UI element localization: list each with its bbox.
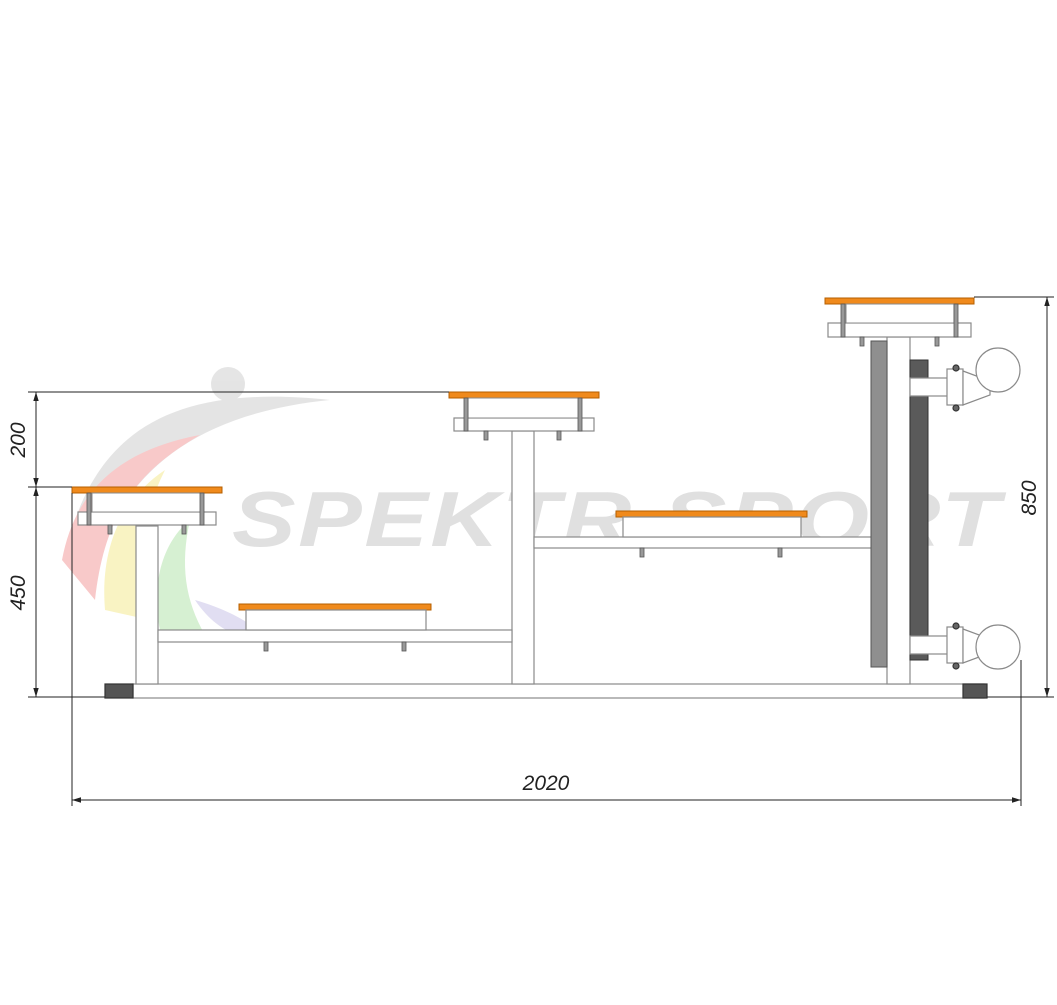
bolt bbox=[181, 524, 187, 535]
step-board bbox=[448, 391, 600, 399]
wheel-assembly-bottom bbox=[909, 622, 1021, 670]
wheel-bottom bbox=[975, 624, 1021, 670]
back-panels bbox=[870, 340, 929, 668]
dark-panel bbox=[909, 359, 929, 661]
step-platform-5 bbox=[824, 297, 975, 347]
step-board bbox=[238, 603, 432, 611]
step-support bbox=[622, 516, 802, 538]
wheel-top bbox=[975, 347, 1021, 393]
step-support bbox=[845, 303, 955, 324]
step-board bbox=[824, 297, 975, 305]
frame bbox=[104, 336, 988, 699]
bolt bbox=[263, 641, 269, 652]
bolt bbox=[86, 492, 92, 526]
dim-label-450: 450 bbox=[7, 575, 30, 610]
bolt bbox=[483, 430, 489, 441]
right-post bbox=[886, 336, 911, 685]
dim-label-850: 850 bbox=[1018, 480, 1041, 515]
step-board bbox=[615, 510, 808, 518]
foot-right bbox=[962, 683, 988, 699]
step-support bbox=[91, 492, 203, 513]
dim-label-200: 200 bbox=[7, 422, 30, 458]
wheel-plate-top bbox=[946, 368, 964, 406]
bolt bbox=[859, 336, 865, 347]
bolt bbox=[463, 397, 469, 432]
bolt bbox=[556, 430, 562, 441]
base-beam bbox=[132, 683, 985, 699]
bolt bbox=[952, 622, 960, 630]
bolt bbox=[952, 662, 960, 670]
bolt bbox=[952, 364, 960, 372]
step-board bbox=[71, 486, 223, 494]
step-platform-3 bbox=[448, 391, 600, 441]
step-bracket bbox=[827, 322, 972, 338]
left-post bbox=[135, 525, 159, 685]
wheel-arm-top bbox=[909, 377, 953, 397]
bolt bbox=[840, 303, 846, 338]
dim-label-2020: 2020 bbox=[522, 772, 570, 795]
watermark-swoosh-red bbox=[62, 435, 200, 600]
dimensions bbox=[28, 296, 1054, 806]
bolt bbox=[199, 492, 205, 526]
wheel-assembly-top bbox=[909, 347, 1021, 412]
step-bracket bbox=[453, 417, 595, 432]
foot-left bbox=[104, 683, 134, 699]
step-platform-2 bbox=[238, 603, 432, 652]
bolt bbox=[107, 524, 113, 535]
mid-panel bbox=[870, 340, 888, 668]
bolt bbox=[639, 547, 645, 558]
wheel-arm-bottom bbox=[909, 635, 953, 655]
step-platform-1 bbox=[71, 486, 223, 535]
step-support bbox=[245, 609, 427, 631]
mid-arm bbox=[533, 536, 888, 549]
bolt bbox=[953, 303, 959, 338]
step-support bbox=[467, 397, 581, 419]
bolt bbox=[777, 547, 783, 558]
low-arm bbox=[157, 629, 513, 643]
watermark-figure-head bbox=[211, 367, 245, 401]
step-bracket bbox=[77, 511, 217, 526]
wheel-plate-bottom bbox=[946, 626, 964, 664]
bolt bbox=[952, 404, 960, 412]
bolt bbox=[577, 397, 583, 432]
step-platform-4 bbox=[615, 510, 808, 558]
watermark-swoosh-green bbox=[156, 520, 205, 635]
bolt bbox=[934, 336, 940, 347]
bolt bbox=[401, 641, 407, 652]
center-post bbox=[511, 430, 535, 685]
